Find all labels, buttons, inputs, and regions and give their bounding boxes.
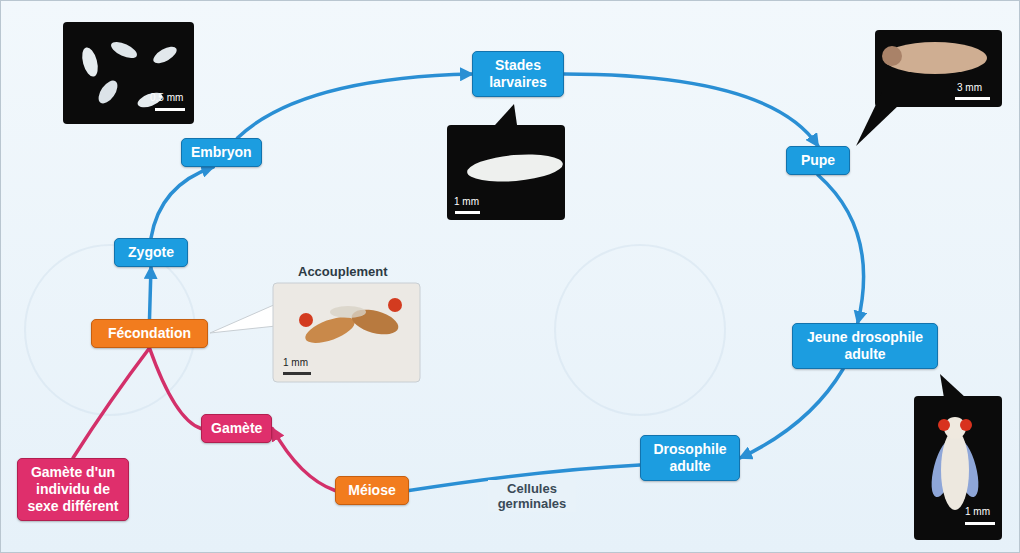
node-text: Drosophile adulte xyxy=(650,441,730,475)
stage-box: Drosophile adulte xyxy=(640,435,740,481)
node-text: Jeune drosophile adulte xyxy=(802,329,928,363)
larva-photo-shape xyxy=(495,104,517,125)
scale-label: 1 mm xyxy=(283,357,308,368)
cycle-arrow xyxy=(237,74,472,138)
process-box: Fécondation xyxy=(91,319,208,348)
node-text: Stades larvaires xyxy=(482,57,554,91)
node-text: Embryon xyxy=(191,144,252,161)
mating-photo-shape xyxy=(299,313,313,327)
pupa-photo-shape xyxy=(856,92,900,146)
mating-photo-shape xyxy=(283,372,311,375)
cycle-arrow xyxy=(272,429,335,491)
young-adult-photo-shape xyxy=(938,419,950,431)
egg-photo xyxy=(63,22,194,124)
node-text: Méiose xyxy=(345,482,399,499)
node-text: Zygote xyxy=(124,244,178,261)
cycle-arrow xyxy=(151,167,213,238)
egg-photo-shape xyxy=(63,22,194,124)
process-box: Méiose xyxy=(335,476,409,505)
edge-label: Cellules germinales xyxy=(488,480,576,512)
node-text: Gamète d'un individu de sexe différent xyxy=(27,464,119,515)
egg-photo-shape xyxy=(79,46,100,79)
node-text: Fécondation xyxy=(101,325,198,342)
photo-caption: Accouplement xyxy=(298,264,388,279)
node-text: Gamète xyxy=(211,420,262,437)
larva-photo-shape xyxy=(455,211,480,214)
pupa-photo-shape xyxy=(883,42,987,74)
larva-photo-shape xyxy=(466,151,564,185)
young-adult-photo-shape xyxy=(941,430,969,510)
egg-photo-shape xyxy=(155,108,185,111)
stage-box: Zygote xyxy=(114,238,188,267)
pupa-photo-shape xyxy=(955,97,990,100)
larva-photo xyxy=(447,104,565,220)
pupa-photo xyxy=(856,30,1002,146)
stage-box: Pupe xyxy=(786,146,850,175)
cycle-arrow xyxy=(150,348,202,429)
background-decoration-shape xyxy=(555,245,725,415)
background-decoration xyxy=(25,245,725,415)
pupa-photo-shape xyxy=(875,30,1002,107)
young-adult-photo-shape xyxy=(960,419,972,431)
young-adult-photo-shape xyxy=(914,396,1002,540)
cycle-arrow xyxy=(740,369,843,458)
mating-photo-shape xyxy=(273,283,420,382)
egg-photo-shape xyxy=(109,39,139,62)
egg-photo-shape xyxy=(95,77,121,106)
stage-box: Jeune drosophile adulte xyxy=(792,323,938,369)
node-text: Pupe xyxy=(796,152,840,169)
larva-photo-shape xyxy=(447,125,565,220)
mating-photo-shape xyxy=(330,306,366,318)
cycle-arrow xyxy=(818,175,864,323)
scale-label: 1 mm xyxy=(454,196,479,207)
mating-photo-shape xyxy=(388,298,402,312)
cycle-arrow xyxy=(73,348,150,458)
stage-box: Stades larvaires xyxy=(472,51,564,97)
young-adult-photo xyxy=(914,374,1002,540)
egg-photo-shape xyxy=(151,43,180,66)
gamete-box: Gamète xyxy=(201,414,272,443)
mating-photo-shape xyxy=(210,304,276,333)
young-adult-photo-shape xyxy=(965,522,995,525)
scale-label: 3 mm xyxy=(957,82,982,93)
scale-label: 1 mm xyxy=(965,506,990,517)
cycle-arrow xyxy=(150,267,152,319)
mating-photo xyxy=(210,283,420,382)
young-adult-photo-shape xyxy=(940,374,966,398)
gamete-box: Gamète d'un individu de sexe différent xyxy=(17,458,129,521)
scale-label: 0,5 mm xyxy=(150,92,183,103)
stage-box: Embryon xyxy=(181,138,262,167)
cycle-arrow xyxy=(564,74,818,146)
pupa-photo-shape xyxy=(882,46,902,66)
